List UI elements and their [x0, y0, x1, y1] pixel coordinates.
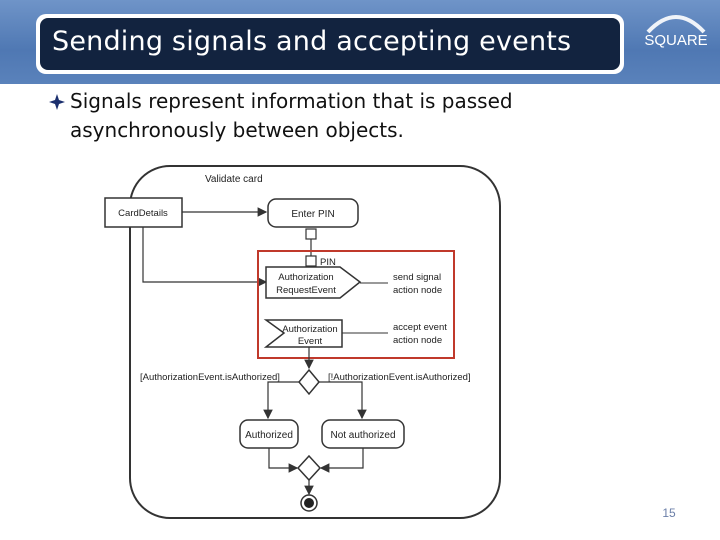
- send-signal-line2: RequestEvent: [276, 285, 336, 296]
- decision-node: [298, 368, 320, 396]
- send-signal-line1: Authorization: [278, 272, 333, 283]
- enter-pin-label: Enter PIN: [291, 209, 334, 220]
- accept-event-node: [263, 319, 343, 348]
- card-details-label: CardDetails: [118, 208, 168, 219]
- diamond-bullet-icon: [48, 90, 66, 110]
- pin-label: PIN: [320, 257, 336, 268]
- slide-title: Sending signals and accepting events: [52, 26, 572, 57]
- logo-text: SQUARE: [644, 32, 708, 49]
- accept-event-line1: Authorization: [282, 324, 337, 335]
- authorized-label: Authorized: [245, 430, 293, 441]
- guard-authorized: [AuthorizationEvent.isAuthorized]: [140, 372, 280, 383]
- highlight-box: [257, 250, 455, 359]
- accept-annotation-2: action node: [393, 335, 442, 346]
- not-authorized-label: Not authorized: [330, 430, 395, 441]
- bullet-text: Signals represent information that is pa…: [70, 89, 513, 142]
- guard-not-authorized: [!AuthorizationEvent.isAuthorized]: [328, 372, 471, 383]
- send-annotation-2: action node: [393, 285, 442, 296]
- accept-event-line2: Event: [298, 336, 323, 347]
- title-background: [40, 18, 620, 70]
- activity-name: Validate card: [205, 174, 263, 185]
- activity-frame: [129, 165, 501, 519]
- send-annotation-1: send signal: [393, 272, 441, 283]
- accept-annotation-1: accept event: [393, 322, 447, 333]
- card-details-node: [104, 197, 183, 228]
- merge-node: [296, 454, 322, 482]
- send-signal-node: [265, 266, 362, 299]
- enter-pin-action: [267, 198, 359, 228]
- page-number: 15: [662, 506, 676, 520]
- logo-arc-icon: [646, 15, 706, 34]
